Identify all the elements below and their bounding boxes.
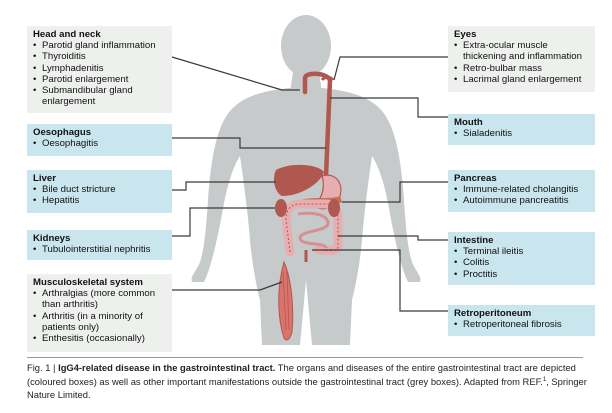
list-item: Proctitis xyxy=(454,269,589,280)
list-item: Arthritis (in a minority of patients onl… xyxy=(33,311,166,333)
list-item: Colitis xyxy=(454,257,589,268)
list-item: Immune-related cholangitis xyxy=(454,184,589,195)
human-body-silhouette xyxy=(191,15,421,345)
list-item: Arthralgias (more common than arthritis) xyxy=(33,288,166,310)
list-item: Submandibular gland enlargement xyxy=(33,85,166,107)
figure-label: Fig. 1 | xyxy=(27,362,59,373)
eyes-box: Eyes Extra-ocular muscle thickening and … xyxy=(448,26,595,92)
caption-divider xyxy=(27,357,583,358)
list-item: Lacrimal gland enlargement xyxy=(454,74,589,85)
list-item: Retro-bulbar mass xyxy=(454,63,589,74)
list-item: Thyroiditis xyxy=(33,51,166,62)
caption-ref: 1 xyxy=(542,377,547,384)
list-item: Hepatitis xyxy=(33,195,166,206)
right-kidney xyxy=(328,199,340,217)
list-item: Extra-ocular muscle thickening and infla… xyxy=(454,40,589,62)
mouth-opening xyxy=(320,75,335,82)
list-item: Sialadenitis xyxy=(454,128,589,139)
oesophagus-title: Oesophagus xyxy=(33,127,92,138)
head-and-neck-title: Head and neck xyxy=(33,29,101,40)
caption-text: The organs and diseases of the entire ga… xyxy=(27,362,576,388)
caption-suffix: , Springer Nature Limited. xyxy=(27,376,587,400)
pancreas-title: Pancreas xyxy=(454,173,497,184)
mouth-title: Mouth xyxy=(454,117,483,128)
list-item: Autoimmune pancreatitis xyxy=(454,195,589,206)
liver-box: Liver Bile duct stricture Hepatitis xyxy=(27,170,172,213)
head-and-neck-box: Head and neck Parotid gland inflammation… xyxy=(27,26,172,113)
musculoskeletal-box: Musculoskeletal system Arthralgias (more… xyxy=(27,274,172,352)
small-intestine-organ xyxy=(297,211,330,249)
anatomy-diagram xyxy=(171,15,448,345)
oesophagus-tube xyxy=(302,71,333,179)
list-item: Bile duct stricture xyxy=(33,184,166,195)
list-item: Parotid enlargement xyxy=(33,74,166,85)
intestine-box: Intestine Terminal ileitis Colitis Proct… xyxy=(448,232,595,285)
mouth-box: Mouth Sialadenitis xyxy=(448,114,595,145)
list-item: Lymphadenitis xyxy=(33,63,166,74)
musculoskeletal-title: Musculoskeletal system xyxy=(33,277,143,288)
caption-title: IgG4-related disease in the gastrointest… xyxy=(58,362,276,373)
kidneys-title: Kidneys xyxy=(33,233,71,244)
liver-organ xyxy=(274,164,324,196)
connector-lines xyxy=(171,56,448,312)
oesophagus-box: Oesophagus Oesophagitis xyxy=(27,124,172,156)
list-item: Oesophagitis xyxy=(33,138,166,149)
left-kidney xyxy=(275,199,287,217)
figure-caption: Fig. 1 | IgG4-related disease in the gas… xyxy=(27,362,587,401)
intestine-title: Intestine xyxy=(454,235,494,246)
liver-title: Liver xyxy=(33,173,56,184)
pancreas-box: Pancreas Immune-related cholangitis Auto… xyxy=(448,170,595,212)
retroperitoneum-box: Retroperitoneum Retroperitoneal fibrosis xyxy=(448,305,595,336)
leg-muscle xyxy=(278,260,294,341)
kidneys-box: Kidneys Tubulointerstitial nephritis xyxy=(27,230,172,260)
eyes-title: Eyes xyxy=(454,29,477,40)
list-item: Retroperitoneal fibrosis xyxy=(454,319,589,330)
retroperitoneum-title: Retroperitoneum xyxy=(454,308,532,319)
list-item: Tubulointerstitial nephritis xyxy=(33,244,166,255)
list-item: Enthesitis (occasionally) xyxy=(33,333,166,344)
list-item: Terminal ileitis xyxy=(454,246,589,257)
leg-muscle-fibres xyxy=(282,271,290,331)
list-item: Parotid gland inflammation xyxy=(33,40,166,51)
